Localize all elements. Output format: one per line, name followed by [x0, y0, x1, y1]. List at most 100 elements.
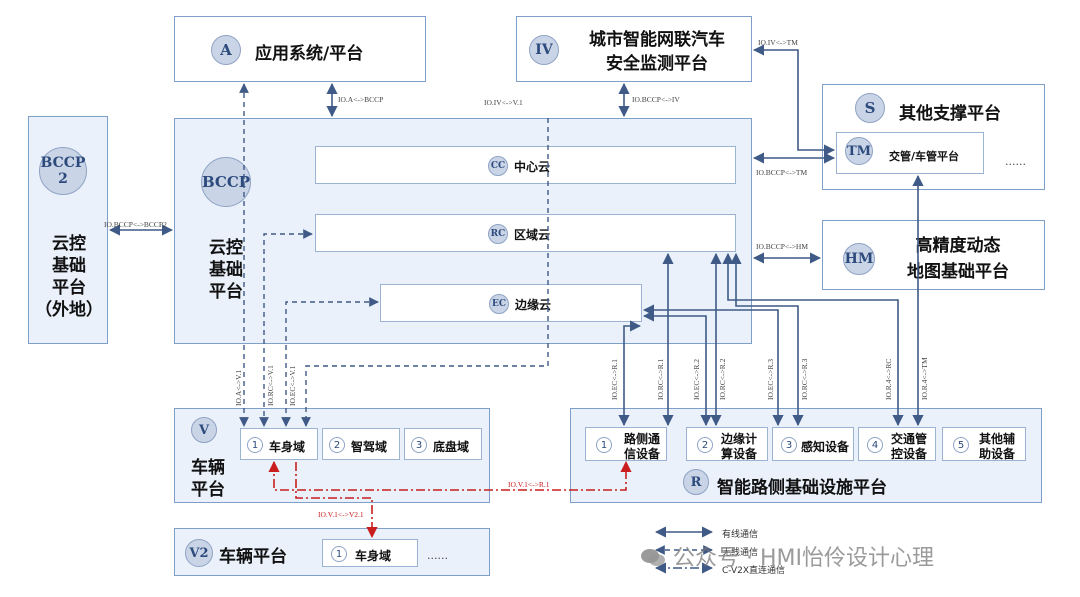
bccp2-badge-line1: BCCP [40, 155, 86, 171]
wechat-icon [640, 548, 666, 568]
body-domain-num: 1 [247, 437, 263, 453]
io-ec-v1: IO.EC<->V.1 [288, 365, 297, 406]
watermark: 公众号 · HMI怡伶设计心理 [640, 540, 934, 572]
app-system-title: 应用系统/平台 [255, 44, 364, 64]
io-iv-tm: IO.IV<->TM [758, 38, 798, 47]
bccp-title-line3: 平台 [209, 282, 243, 302]
vehicle2-more: ...... [427, 549, 448, 562]
adas-domain-label: 智驾域 [351, 440, 388, 454]
chassis-domain-num: 3 [411, 437, 427, 453]
tm-label: 交管/车管平台 [889, 150, 960, 163]
link-r4-rc [722, 252, 904, 427]
io-rc-r3: IO.RC<->R.3 [800, 358, 809, 400]
bccp2-badge-line2: 2 [58, 171, 68, 187]
link-iv-tm [752, 44, 836, 156]
sensing-device-line1: 感知设备 [801, 440, 850, 454]
io-ec-r2: IO.EC<->R.2 [692, 359, 701, 400]
tm-platform-box: TM 交管/车管平台 [836, 132, 984, 174]
link-v1-v21 [295, 462, 378, 539]
io-rc-r2: IO.RC<->R.2 [718, 358, 727, 400]
bccp-title-line2: 基础 [209, 260, 243, 280]
vehicle-title-line2: 平台 [191, 480, 225, 500]
io-r4-tm: IO.R.4<->TM [920, 357, 929, 400]
aux-device-num: 5 [953, 437, 969, 453]
roadside-device-aux: 5 其他辅 助设备 [942, 427, 1026, 461]
io-rc-r1: IO.RC<->R.1 [656, 358, 665, 400]
vehicle-title-line1: 车辆 [191, 458, 225, 478]
vehicle-domain-body: 1 车身域 [240, 428, 318, 460]
vehicle-domain-adas: 2 智驾域 [322, 428, 400, 460]
edge-device-num: 2 [697, 437, 713, 453]
iv-badge: IV [529, 35, 559, 65]
io-v1-r1: IO.V.1<->R.1 [508, 480, 550, 489]
ec-badge: EC [489, 294, 509, 314]
center-cloud-box: CC 中心云 [315, 146, 736, 184]
a-badge: A [211, 35, 241, 65]
regional-cloud-box: RC 区域云 [315, 214, 736, 252]
rc-badge: RC [488, 224, 508, 244]
iv-title-line2: 安全监测平台 [606, 54, 708, 74]
legend-cv2x-label: C-V2X直连通信 [722, 566, 786, 576]
aux-device-line2: 助设备 [979, 447, 1016, 461]
tm-badge: TM [845, 137, 873, 165]
edge-cloud-box: EC 边缘云 [380, 284, 642, 322]
vehicle2-domain-body: 1 车身域 [322, 539, 418, 567]
comm-device-line2: 信设备 [624, 447, 661, 461]
io-v1-v21: IO.V.1<->V2.1 [318, 510, 364, 519]
v2-badge: V2 [185, 539, 213, 567]
other-support-title: 其他支撑平台 [899, 104, 1001, 124]
adas-domain-num: 2 [329, 437, 345, 453]
bccp2-badge: BCCP 2 [39, 147, 87, 195]
v2-body-domain-label: 车身域 [355, 549, 392, 563]
hm-title-line2: 地图基础平台 [907, 262, 1009, 282]
iv-platform-box: IV 城市智能网联汽车 安全监测平台 [516, 16, 752, 82]
bccp2-title-line2: 基础 [52, 256, 86, 276]
io-a-v1: IO.A<->V.1 [234, 369, 243, 406]
io-bccp-bccp2: IO.BCCP<->BCCP2 [104, 220, 167, 229]
traffic-device-line2: 控设备 [891, 447, 928, 461]
io-a-bccp: IO.A<->BCCP [338, 95, 384, 104]
hm-title-line1: 高精度动态 [915, 236, 1001, 256]
aux-device-line1: 其他辅 [979, 432, 1016, 446]
watermark-text: 公众号 · HMI怡伶设计心理 [673, 546, 934, 571]
io-bccp-hm: IO.BCCP<->HM [756, 242, 809, 251]
tm-more: ...... [1005, 155, 1026, 168]
link-ec-v1 [281, 297, 379, 427]
roadside-device-sensing: 3 感知设备 [772, 427, 854, 461]
vehicle-domain-chassis: 3 底盘域 [404, 428, 482, 460]
link-ec-r1 [618, 320, 642, 427]
center-cloud-label: 中心云 [514, 160, 551, 174]
legend-wired-label: 有线通信 [722, 530, 759, 540]
roadside-title: 智能路侧基础设施平台 [717, 478, 887, 498]
bccp2-title-line3: 平台 [52, 278, 86, 298]
roadside-device-edge: 2 边缘计 算设备 [686, 427, 768, 461]
roadside-device-traffic: 4 交通管 控设备 [858, 427, 936, 461]
sensing-device-num: 3 [781, 437, 797, 453]
body-domain-label: 车身域 [269, 440, 306, 454]
app-system-platform-box: A 应用系统/平台 [174, 16, 426, 82]
link-iv-v1 [301, 118, 549, 427]
r-badge: R [683, 469, 709, 495]
edge-device-line2: 算设备 [721, 447, 758, 461]
v-badge: V [191, 417, 217, 443]
comm-device-line1: 路侧通 [624, 432, 661, 446]
bccp2-title-line4: （外地） [35, 300, 103, 320]
roadside-device-comm: 1 路侧通 信设备 [585, 427, 667, 461]
edge-cloud-label: 边缘云 [515, 298, 552, 312]
iv-title-line1: 城市智能网联汽车 [589, 30, 725, 50]
chassis-domain-label: 底盘域 [433, 440, 470, 454]
io-iv-v1: IO.IV<->V.1 [484, 98, 523, 107]
vehicle2-title: 车辆平台 [219, 547, 287, 567]
link-rc-v1 [259, 229, 313, 427]
v2-body-domain-num: 1 [331, 546, 347, 562]
bccp2-platform-box: BCCP 2 云控 基础 平台 （外地） [28, 116, 108, 344]
io-ec-r1: IO.EC<->R.1 [610, 359, 619, 400]
regional-cloud-label: 区域云 [514, 228, 551, 242]
io-bccp-iv: IO.BCCP<->IV [632, 95, 680, 104]
bccp-title-line1: 云控 [209, 238, 243, 258]
edge-device-line1: 边缘计 [721, 432, 758, 446]
comm-device-num: 1 [596, 437, 612, 453]
io-ec-r3: IO.EC<->R.3 [766, 359, 775, 400]
